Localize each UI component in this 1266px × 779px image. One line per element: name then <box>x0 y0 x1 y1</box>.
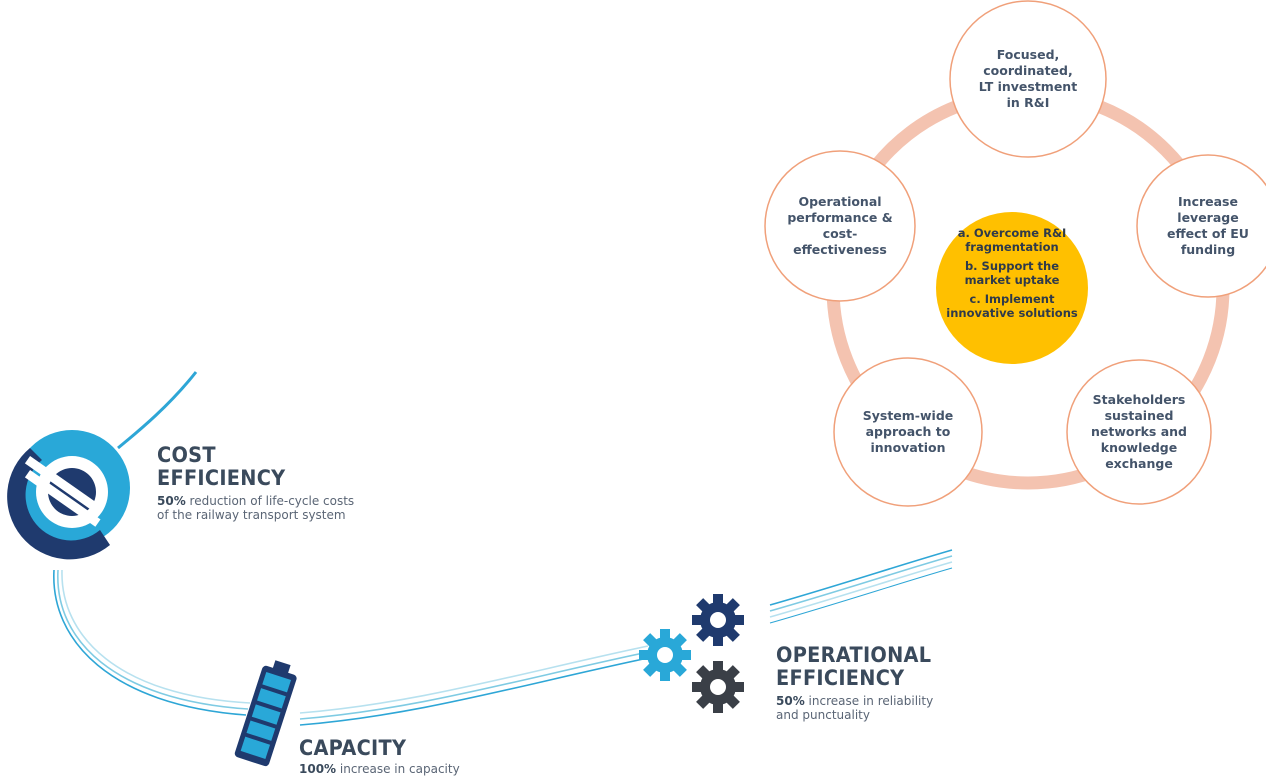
capacity-label: CAPACITY 100% increase in capacity <box>299 736 460 777</box>
cost-desc-line2: of the railway transport system <box>157 508 346 522</box>
cost-highlight: 50% <box>157 494 186 508</box>
op-title-line2: EFFICIENCY <box>776 666 905 690</box>
op-highlight: 50% <box>776 694 805 708</box>
op-title-line1: OPERATIONAL <box>776 643 932 667</box>
gear-dark <box>692 661 744 713</box>
center-line-c: c. Implement innovative solutions <box>946 292 1078 320</box>
gears-icon <box>639 594 744 713</box>
node-right-text: Increase leverage effect of EU funding <box>1167 194 1249 257</box>
capacity-highlight: 100% <box>299 762 337 776</box>
center-text: a. Overcome R&I fragmentation b. Support… <box>946 226 1078 325</box>
node-bottom-left <box>833 357 983 507</box>
gear-blue <box>639 629 691 681</box>
node-left-text: Operational performance & cost-effective… <box>787 194 893 257</box>
center-circle <box>936 212 1088 364</box>
battery-icon <box>234 660 297 767</box>
euro-icon <box>7 430 130 560</box>
node-left <box>764 150 916 302</box>
node-bottom-right-text: Stakeholders sustained networks and know… <box>1090 392 1188 471</box>
node-top <box>949 0 1107 158</box>
node-bottom-right <box>1066 359 1212 505</box>
op-desc-line1: increase in reliability <box>804 694 934 708</box>
cost-desc-line1: reduction of life-cycle costs <box>185 494 355 508</box>
cost-title-line1: COST <box>157 443 216 467</box>
capacity-title: CAPACITY <box>299 736 407 760</box>
node-top-text: Focused, coordinated, LT investment in R… <box>978 47 1078 110</box>
connector-lines <box>53 371 953 726</box>
center-line-b: b. Support the market uptake <box>964 259 1060 287</box>
cost-title-line2: EFFICIENCY <box>157 466 286 490</box>
capacity-desc: increase in capacity <box>336 762 460 776</box>
node-bottom-left-text: System-wide approach to innovation <box>862 408 954 455</box>
center-line-a: a. Overcome R&I fragmentation <box>957 226 1067 254</box>
gear-navy <box>692 594 744 646</box>
node-right <box>1136 154 1266 298</box>
op-desc-line2: and punctuality <box>776 708 870 722</box>
